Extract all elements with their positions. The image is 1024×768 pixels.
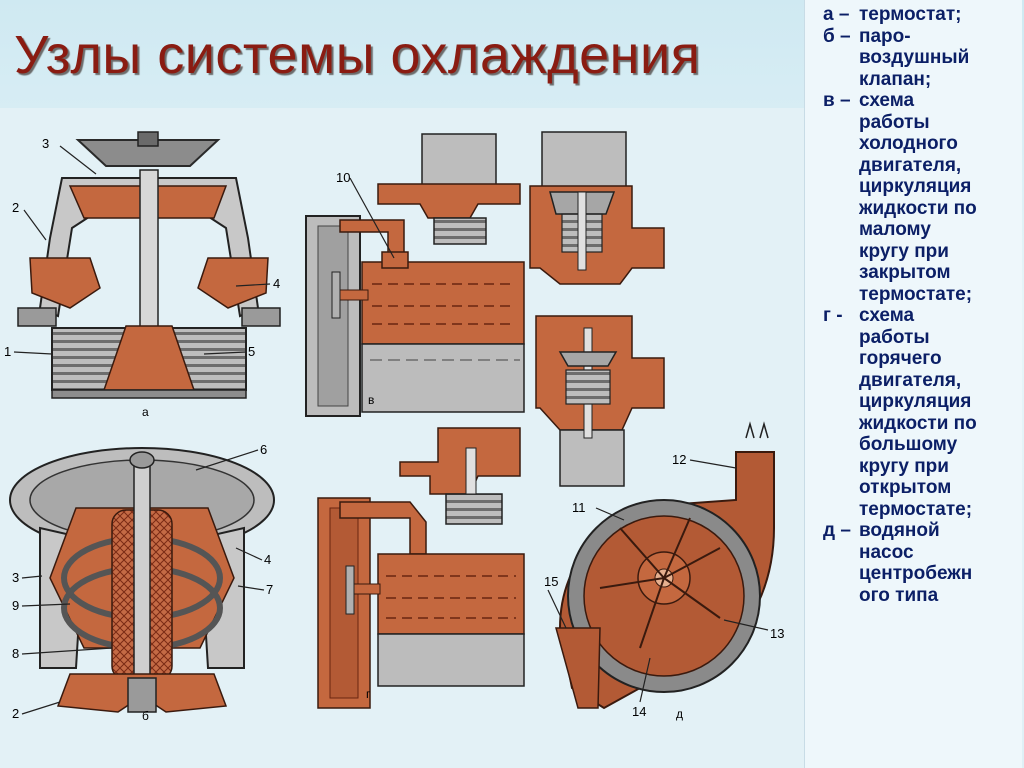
label-13: 13 xyxy=(770,626,784,641)
hot-engine-scheme-g: г xyxy=(317,427,525,709)
legend-line: водяной xyxy=(859,520,940,541)
caption-d: д xyxy=(676,707,683,721)
legend-item-d: д – водяной насос центробежн ого типа xyxy=(823,520,1016,606)
label-7b: 7 xyxy=(266,582,273,597)
legend-line: двигателя, xyxy=(859,154,962,176)
legend-line: кругу при xyxy=(859,240,949,262)
legend-key: г - xyxy=(823,305,843,326)
legend-line: работы xyxy=(859,326,930,348)
legend-line: горячего xyxy=(859,348,942,369)
legend-line: воздушный xyxy=(859,47,970,68)
caption-g: г xyxy=(366,687,371,701)
label-4b: 4 xyxy=(264,552,271,567)
caption-b: б xyxy=(142,709,149,723)
legend-line: большому xyxy=(859,434,958,455)
cooling-system-figure: 3 2 4 1 5 а xyxy=(0,108,804,768)
legend-line: жидкости по xyxy=(859,197,977,219)
label-2a: 2 xyxy=(12,200,19,215)
label-3a: 3 xyxy=(42,136,49,151)
label-14: 14 xyxy=(632,704,646,719)
open-thermostat-detail xyxy=(535,315,665,487)
legend-line: клапан; xyxy=(859,68,932,90)
legend-line: термостате; xyxy=(859,498,973,520)
water-pump-d: 12 11 15 13 14 д xyxy=(544,421,784,721)
legend-line: малому xyxy=(859,219,931,240)
label-6b: 6 xyxy=(260,442,267,457)
legend-line: циркуляция xyxy=(859,391,972,412)
legend-line: холодного xyxy=(859,133,958,154)
legend-line: насос xyxy=(859,541,914,563)
legend-line: термостате; xyxy=(859,283,973,305)
legend-line: двигателя, xyxy=(859,369,962,391)
legend-line: термостат; xyxy=(859,4,962,25)
label-10: 10 xyxy=(336,170,350,185)
legend-line: паро- xyxy=(859,25,911,47)
legend-line: циркуляция xyxy=(859,176,972,197)
label-11: 11 xyxy=(572,500,586,515)
label-3b: 3 xyxy=(12,570,19,585)
legend-key: а – xyxy=(823,4,850,25)
legend-key: в – xyxy=(823,90,851,111)
legend-line: закрытом xyxy=(859,262,951,283)
legend-line: схема xyxy=(859,90,915,111)
label-1a: 1 xyxy=(4,344,11,359)
label-5a: 5 xyxy=(248,344,255,359)
cooling-system-drawing: 3 2 4 1 5 а xyxy=(4,131,784,723)
legend-line: открытом xyxy=(859,477,952,498)
steam-air-valve-b: 6 4 3 7 9 8 2 б xyxy=(9,442,275,723)
slide-title: Узлы системы охлаждения xyxy=(14,25,701,85)
legend-item-g: г - схема работы горячего двигателя, цирк… xyxy=(823,305,1016,520)
label-2b: 2 xyxy=(12,706,19,721)
legend-item-a: а – термостат; xyxy=(823,4,1016,26)
cold-engine-scheme-v: 10 в xyxy=(305,133,525,417)
legend-item-b: б – паро- воздушный клапан; xyxy=(823,26,1016,91)
label-8b: 8 xyxy=(12,646,19,661)
legend-line: работы xyxy=(859,111,930,133)
caption-v: в xyxy=(368,393,374,407)
legend-line: ого типа xyxy=(859,584,939,606)
legend-panel: а – термостат; б – паро- воздушный клапан;… xyxy=(804,0,1022,768)
label-12: 12 xyxy=(672,452,686,467)
label-9b: 9 xyxy=(12,598,19,613)
legend-line: жидкости по xyxy=(859,412,977,434)
legend-line: центробежн xyxy=(859,563,973,584)
legend-key: д – xyxy=(823,520,851,541)
caption-a: а xyxy=(142,405,149,419)
closed-thermostat-detail xyxy=(529,131,665,285)
label-4a: 4 xyxy=(273,276,280,291)
legend-item-v: в – схема работы холодного двигателя, цир… xyxy=(823,90,1016,305)
label-15: 15 xyxy=(544,574,558,589)
legend-line: схема xyxy=(859,305,915,326)
legend-line: кругу при xyxy=(859,455,949,477)
thermostat-a: 3 2 4 1 5 а xyxy=(4,131,281,419)
legend-key: б – xyxy=(823,25,851,47)
